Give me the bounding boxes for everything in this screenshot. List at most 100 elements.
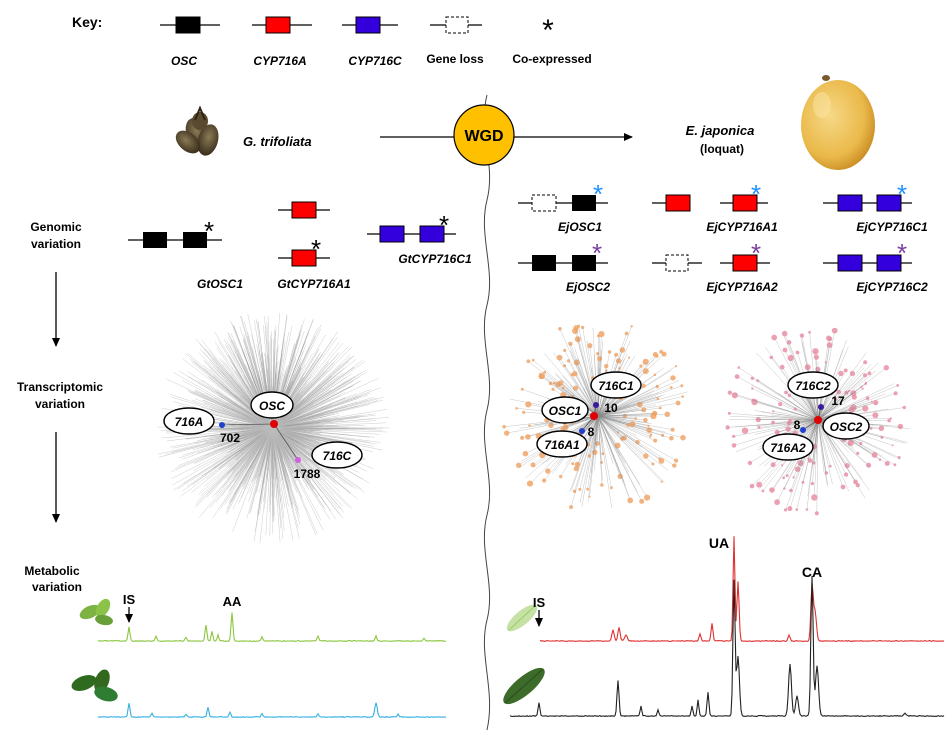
ej1-716c-node <box>593 402 599 408</box>
network-edge <box>271 427 332 444</box>
network-node <box>643 417 648 423</box>
network-edge <box>772 419 819 423</box>
network-node <box>630 325 633 328</box>
network-node <box>873 400 879 406</box>
network-node <box>571 462 575 466</box>
legend-gene-loss: Gene loss <box>426 16 484 66</box>
ej1-osc-node <box>590 412 598 420</box>
network-edge <box>597 415 662 482</box>
network-node <box>781 330 788 337</box>
ej-cyp716a2-locus: * EjCYP716A2 <box>652 238 778 294</box>
key-legend: Key: OSC CYP716A CYP716C Gene loss * Co-… <box>72 14 592 68</box>
network-node <box>670 427 675 432</box>
network-node <box>769 487 775 493</box>
network-node <box>627 497 634 504</box>
network-node <box>515 407 518 410</box>
network-edge <box>268 427 273 471</box>
network-node <box>787 354 794 362</box>
gene-gt-cyp716c1: GtCYP716C1 <box>398 252 472 266</box>
network-node <box>558 327 562 331</box>
network-edge <box>559 357 599 417</box>
network-edge <box>585 378 599 417</box>
gt-716c-node <box>295 457 301 463</box>
chromatogram-trace <box>509 575 945 718</box>
network-node <box>588 495 591 498</box>
network-edge <box>578 326 599 417</box>
network-node <box>887 418 891 423</box>
network-edge <box>544 353 599 417</box>
network-edge <box>597 407 661 417</box>
network-node <box>893 391 898 396</box>
network-edge <box>571 415 599 491</box>
gene-ej-cyp716a1: EjCYP716A1 <box>706 220 778 234</box>
gene-ej-cyp716a2: EjCYP716A2 <box>706 280 778 294</box>
network-edge <box>597 415 614 465</box>
network-edge <box>597 415 638 437</box>
network-edge <box>795 408 819 421</box>
network-node <box>642 358 649 365</box>
network-edge <box>786 391 819 421</box>
co-expressed-asterisk: * <box>751 179 761 209</box>
network-edge <box>597 390 655 417</box>
network-node <box>872 412 879 419</box>
network-node <box>586 487 590 491</box>
network-edge <box>817 364 872 421</box>
ej2-rank-716c2: 17 <box>831 394 845 408</box>
network-node <box>808 330 811 334</box>
network-edge <box>173 401 273 429</box>
network-node <box>811 494 818 501</box>
network-edge <box>790 412 819 421</box>
network-edge <box>817 370 876 421</box>
network-node <box>528 424 531 427</box>
network-node <box>812 348 819 355</box>
network-node <box>573 325 579 331</box>
network-node <box>843 368 848 373</box>
network-node <box>525 401 532 408</box>
network-node <box>861 387 864 390</box>
network-edge <box>271 427 283 447</box>
network-edge <box>733 419 819 437</box>
gt-node-716a: 716A <box>175 415 204 429</box>
network-edge <box>252 417 273 429</box>
network-node <box>889 417 892 420</box>
network-edge <box>265 427 273 467</box>
network-node <box>891 444 894 447</box>
network-edge <box>265 427 273 438</box>
network-node <box>862 373 868 378</box>
network-edge <box>597 415 665 483</box>
network-edge <box>249 427 273 429</box>
ej2-node-716c2: 716C2 <box>795 379 831 393</box>
network-node <box>587 343 593 349</box>
network-node <box>570 373 574 377</box>
network-node <box>795 508 799 511</box>
chromatogram-trace <box>97 702 447 719</box>
network-node <box>526 480 534 487</box>
network-node <box>866 462 872 468</box>
network-edge <box>597 415 627 487</box>
network-node <box>771 334 778 341</box>
network-node <box>543 370 547 374</box>
network-node <box>556 354 563 361</box>
network-node <box>727 411 731 415</box>
peak-label-ua: UA <box>709 535 729 551</box>
network-node <box>813 354 820 360</box>
ej-young-leaf-image <box>506 604 538 632</box>
network-node <box>779 364 785 370</box>
network-node <box>843 472 849 477</box>
network-edge <box>225 401 273 429</box>
network-node <box>561 386 565 390</box>
network-node <box>600 461 603 464</box>
network-node <box>865 396 870 401</box>
network-node <box>856 451 860 455</box>
network-node <box>661 351 667 357</box>
network-node <box>538 374 544 380</box>
network-node <box>522 450 529 457</box>
network-edge <box>773 410 819 421</box>
network-node <box>804 364 811 371</box>
network-edge <box>252 427 273 444</box>
network-edge <box>597 415 635 419</box>
gt-young-leaf-image <box>79 598 113 626</box>
network-edge <box>817 419 831 467</box>
network-edge <box>271 407 339 429</box>
legend-cyp716c-label: CYP716C <box>348 54 402 68</box>
